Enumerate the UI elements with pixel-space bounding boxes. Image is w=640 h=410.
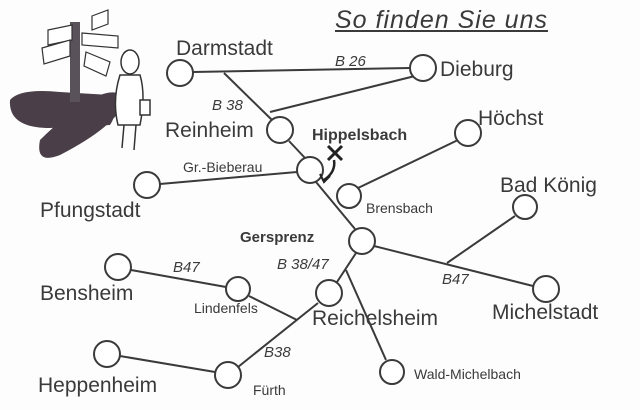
label-heppenheim: Heppenheim <box>38 374 158 397</box>
label-gersprenz: Gersprenz <box>240 229 315 246</box>
label-hoechst: Höchst <box>478 107 544 130</box>
node-wald-michelbach <box>379 359 405 385</box>
node-dieburg <box>409 54 437 82</box>
node-gr-bieberau <box>296 156 324 184</box>
label-lindenfels: Lindenfels <box>194 300 258 316</box>
road-reinheim-dieburg <box>269 75 416 113</box>
label-road-b47-west: B47 <box>173 259 200 276</box>
road-bad-koenig <box>446 215 516 264</box>
node-gersprenz <box>348 227 376 255</box>
label-hippelsbach: Hippelsbach <box>312 127 408 144</box>
label-pfungstadt: Pfungstadt <box>40 199 141 222</box>
label-michelstadt: Michelstadt <box>492 301 599 324</box>
node-reinheim <box>266 116 294 144</box>
label-bad-koenig: Bad König <box>500 174 597 197</box>
map-title: So finden Sie uns <box>335 6 548 34</box>
label-brensbach: Brensbach <box>366 200 433 216</box>
road-gersprenz-reichelsheim <box>336 252 357 283</box>
node-darmstadt <box>166 59 194 87</box>
label-fuerth: Fürth <box>253 382 286 398</box>
label-gr-bieberau: Gr.-Bieberau <box>183 159 263 175</box>
node-pfungstadt <box>133 171 161 199</box>
road-b38-reichelsheim-fuerth <box>237 302 319 368</box>
node-brensbach <box>336 183 362 209</box>
node-heppenheim <box>93 340 121 368</box>
node-fuerth <box>214 361 242 389</box>
node-bad-koenig <box>512 194 538 220</box>
road-b26 <box>192 67 411 73</box>
node-reichelsheim <box>315 279 343 307</box>
label-bensheim: Bensheim <box>40 282 134 305</box>
road-gr-bieberau-gersprenz <box>315 181 356 230</box>
road-b47-bensheim-lindenfels <box>130 269 227 288</box>
label-reinheim: Reinheim <box>165 119 254 142</box>
road-brensbach-hoechst <box>357 139 459 189</box>
node-bensheim <box>104 253 132 281</box>
label-road-b38-47: B 38/47 <box>277 256 329 273</box>
destination-marker-icon <box>319 144 344 184</box>
label-road-b47-east: B47 <box>442 271 469 288</box>
road-pfungstadt-gr-bieberau <box>159 171 298 185</box>
road-lindenfels-junction <box>248 295 298 321</box>
road-wald-michelbach <box>345 269 387 361</box>
road-b47-gersprenz-michelstadt <box>373 245 534 287</box>
label-road-b26: B 26 <box>335 53 366 70</box>
label-dieburg: Dieburg <box>440 58 514 81</box>
label-darmstadt: Darmstadt <box>176 37 273 60</box>
road-b38-darmstadt-reinheim <box>223 72 273 121</box>
label-wald-michelbach: Wald-Michelbach <box>414 366 521 382</box>
label-road-b38-north: B 38 <box>212 97 243 114</box>
road-heppenheim-fuerth <box>119 355 216 373</box>
road-reinheim-gr-bieberau <box>288 140 306 159</box>
node-michelstadt <box>532 275 560 303</box>
label-reichelsheim: Reichelsheim <box>312 307 439 330</box>
label-road-b38-south: B38 <box>264 344 291 361</box>
node-hoechst <box>454 119 482 147</box>
node-lindenfels <box>225 276 251 302</box>
signpost-illustration-icon <box>9 9 151 158</box>
